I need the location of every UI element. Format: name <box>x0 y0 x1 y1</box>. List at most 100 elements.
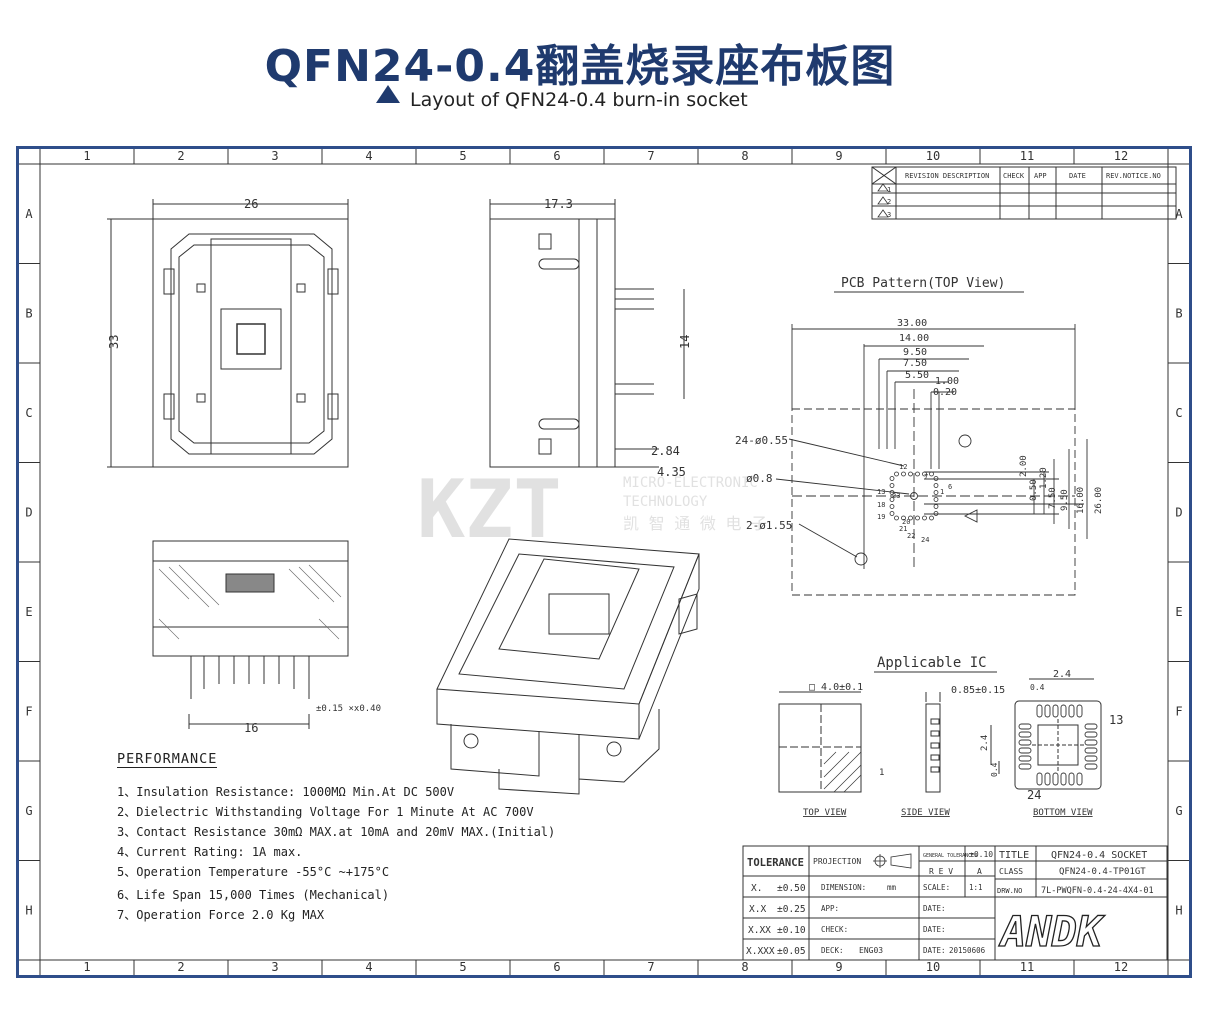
pcb-pin-label: 21 <box>899 525 907 533</box>
side-view-width-label: 17.3 <box>544 197 573 211</box>
pcb-pad <box>889 483 895 488</box>
ic-pin-13-label: 13 <box>1109 713 1123 727</box>
rev-row-3: 3 <box>887 211 891 219</box>
ic-bottom-dim-top: 2.4 <box>1053 669 1071 680</box>
ic-bottom-dim-side-pitch: 0.4 <box>990 762 999 777</box>
date-value: 20150606 <box>949 946 986 955</box>
pcb-pad <box>894 471 899 477</box>
pcb-dim-7-5: 7.50 <box>903 358 927 369</box>
pcb-vdim-7-5: 7.50 <box>1048 487 1058 509</box>
tol-key-2: X.X <box>749 904 766 915</box>
grid-column-label: 6 <box>553 149 560 163</box>
grid-row-label: E <box>25 605 32 619</box>
pcb-pad <box>894 515 899 521</box>
ic-pad <box>1018 739 1032 746</box>
performance-item: 6、Life Span 15,000 Times (Mechanical) <box>117 888 390 902</box>
grid-row-label: B <box>25 306 32 320</box>
tol-key-3: X.XX <box>748 925 771 936</box>
ic-pad <box>1044 704 1051 718</box>
pcb-dim-0-2: 0.20 <box>933 387 957 398</box>
pcb-pin-label: 22 <box>907 532 915 540</box>
pcb-pad <box>933 483 939 488</box>
class-value: QFN24-0.4-TP01GT <box>1059 867 1146 877</box>
pcb-pin-label: 13 <box>877 488 885 496</box>
scale-value: 1:1 <box>969 883 983 892</box>
grid-column-label: 7 <box>647 960 654 974</box>
watermark-line1: MICRO-ELECTRONIC <box>623 475 758 491</box>
pcb-pad <box>901 471 906 477</box>
pcb-pin-label: 19 <box>877 513 885 521</box>
grid-row-label: F <box>25 704 32 718</box>
pcb-pin-label: 23 <box>892 492 900 500</box>
grid-row-label: D <box>1175 505 1182 519</box>
performance-item: 2、Dielectric Withstanding Voltage For 1 … <box>117 805 534 819</box>
watermark-line3: 凯 智 通 微 电 子 <box>623 514 767 533</box>
drw-value: 7L-PWQFN-0.4-24-4X4-01 <box>1041 886 1154 896</box>
rev-row-2: 2 <box>887 198 891 206</box>
performance-item: 4、Current Rating: 1A max. <box>117 845 303 859</box>
pcb-heading: PCB Pattern(TOP View) <box>841 276 1005 291</box>
projection-label: PROJECTION <box>813 857 861 866</box>
pcb-vdim-9-5: 9.50 <box>1060 489 1070 511</box>
ic-bottom-dim-pitch: 0.4 <box>1030 683 1045 692</box>
performance-item: 3、Contact Resistance 30mΩ MAX.at 10mA an… <box>117 825 556 839</box>
pcb-vdim-1-2: 1.20 <box>1039 467 1049 489</box>
ic-pad <box>1076 772 1083 786</box>
ic-pad <box>1052 704 1059 718</box>
pcb-vdim-16: 16.00 <box>1076 487 1086 514</box>
pcb-pad <box>915 515 920 521</box>
side-view-dim-a: 2.84 <box>651 444 680 458</box>
ic-bottom-dim-side: 2.4 <box>980 735 990 751</box>
performance-item: 1、Insulation Resistance: 1000MΩ Min.At D… <box>117 785 455 799</box>
ic-pad <box>1018 755 1032 762</box>
grid-column-label: 3 <box>271 960 278 974</box>
projection-symbol-icon <box>873 853 912 869</box>
pcb-pad <box>933 490 939 495</box>
socket-side-view <box>489 199 685 468</box>
grid-row-label: H <box>1175 903 1182 917</box>
pcb-pin-label: 12 <box>899 463 907 471</box>
ic-pad <box>1018 723 1032 730</box>
grid-row-label: A <box>1175 207 1183 221</box>
grid-row-label: G <box>25 804 32 818</box>
deck-label: DECK: <box>821 946 844 955</box>
top-view-width-label: 26 <box>244 197 258 211</box>
ic-pad <box>1084 747 1098 754</box>
ic-top-view <box>778 691 862 793</box>
pcb-pad <box>889 511 895 516</box>
ic-side-dim: 0.85±0.15 <box>951 685 1005 696</box>
pcb-vdim-26: 26.00 <box>1094 487 1104 514</box>
pcb-pad <box>889 504 895 509</box>
general-tol-value: ±0.10 <box>969 850 993 859</box>
rev-col-check: CHECK <box>1003 172 1025 180</box>
pcb-pad <box>929 471 934 477</box>
grid-column-label: 3 <box>271 149 278 163</box>
dimension-value: mm <box>887 883 897 892</box>
socket-top-view <box>107 199 349 468</box>
ic-top-dim: □ 4.0±0.1 <box>809 682 863 693</box>
rev-col-notice: REV.NOTICE.NO <box>1106 172 1161 180</box>
grid-column-label: 4 <box>365 149 372 163</box>
top-view-height-label: 33 <box>107 335 121 349</box>
class-label: CLASS <box>999 867 1023 876</box>
side-view-pin-label: 14 <box>678 335 692 349</box>
performance-item: 7、Operation Force 2.0 Kg MAX <box>117 908 325 922</box>
grid-column-label: 4 <box>365 960 372 974</box>
grid-row-label: H <box>25 903 32 917</box>
grid-row-label: D <box>25 505 32 519</box>
grid-row-label: B <box>1175 306 1182 320</box>
grid-row-label: F <box>1175 704 1182 718</box>
deck-value: ENG03 <box>859 946 883 955</box>
grid-column-label: 10 <box>926 149 940 163</box>
ic-pad <box>1084 763 1098 770</box>
ic-pad <box>1084 731 1098 738</box>
grid-column-label: 10 <box>926 960 940 974</box>
pcb-pad <box>915 471 920 477</box>
rev-triangle-icons <box>877 183 889 218</box>
dimension-label: DIMENSION: <box>821 883 866 892</box>
title-label: TITLE <box>999 850 1029 861</box>
front-view-hatching <box>158 564 342 640</box>
grid-row-label: G <box>1175 804 1182 818</box>
